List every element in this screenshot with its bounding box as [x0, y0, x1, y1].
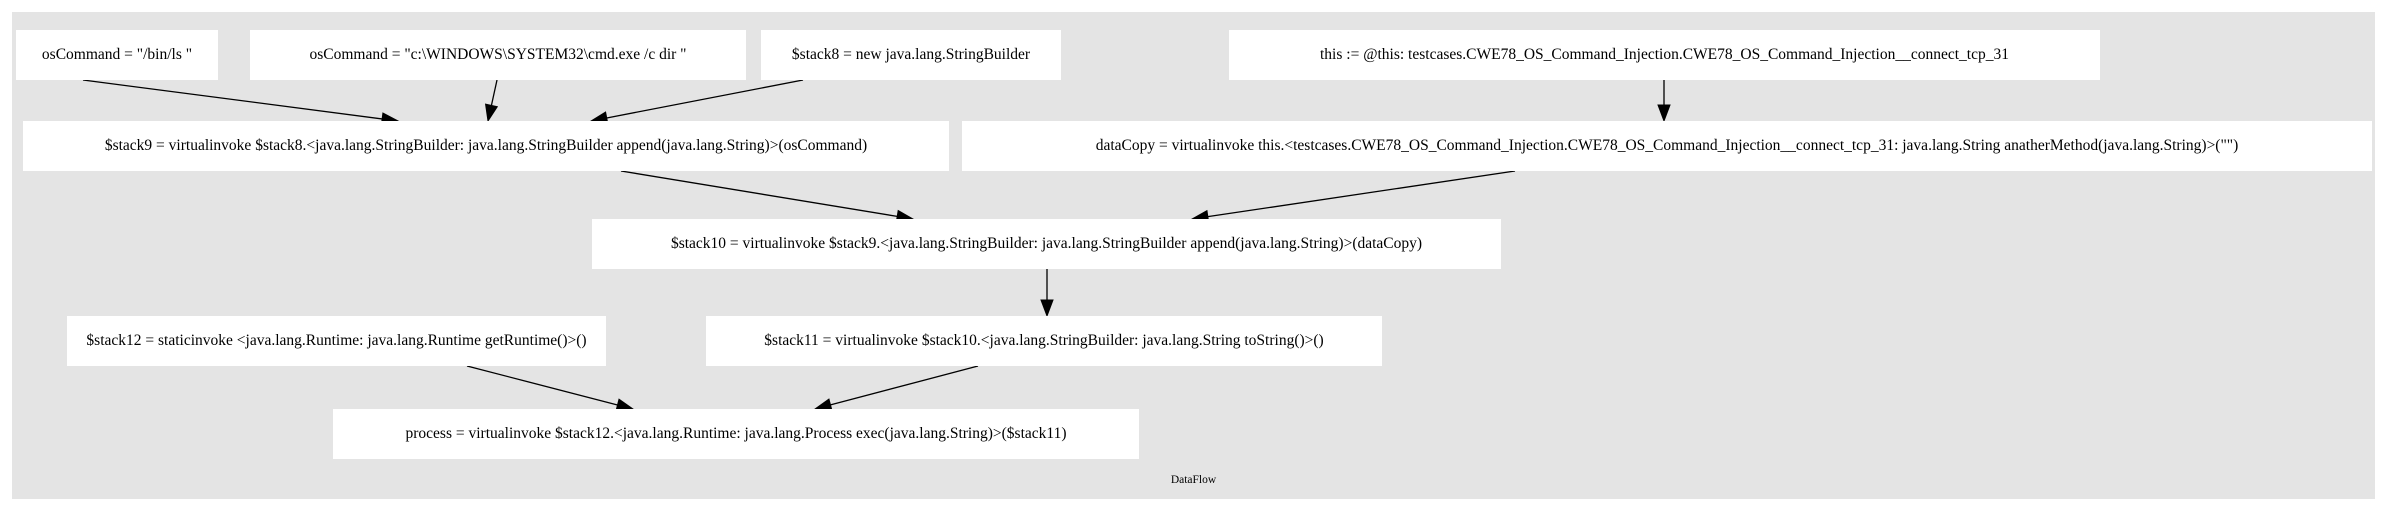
cluster-label: DataFlow: [1170, 474, 1217, 486]
edge-line: [620, 170, 898, 218]
edge-line: [606, 79, 804, 119]
edge-arrowhead: [1040, 299, 1054, 318]
edge-n3-to-n5: [589, 79, 804, 125]
edge-n2-to-n5: [484, 79, 499, 123]
edge-n1-to-n5: [82, 79, 400, 126]
node-stack10-append-datacopy: $stack10 = virtualinvoke $stack9.<java.l…: [592, 219, 1501, 269]
node-oscommand-bin-ls: osCommand = "/bin/ls ": [16, 30, 218, 80]
node-stack12-getruntime: $stack12 = staticinvoke <java.lang.Runti…: [67, 316, 606, 366]
node-oscommand-cmd-exe: osCommand = "c:\WINDOWS\SYSTEM32\cmd.exe…: [250, 30, 746, 80]
node-this-identity: this := @this: testcases.CWE78_OS_Comman…: [1229, 30, 2100, 80]
node-stack11-tostring: $stack11 = virtualinvoke $stack10.<java.…: [706, 316, 1382, 366]
edge-n4-to-n6: [1657, 80, 1671, 123]
node-datacopy-anathermethod: dataCopy = virtualinvoke this.<testcases…: [962, 121, 2372, 171]
edge-arrowhead: [1657, 104, 1671, 123]
edge-line: [830, 365, 979, 406]
edge-n9-to-n10: [813, 365, 979, 412]
node-stack8-new-stringbuilder: $stack8 = new java.lang.StringBuilder: [761, 30, 1061, 80]
node-process-exec: process = virtualinvoke $stack12.<java.l…: [333, 409, 1139, 459]
node-stack9-append-oscommand: $stack9 = virtualinvoke $stack8.<java.la…: [23, 121, 949, 171]
edge-line: [490, 79, 498, 106]
edge-arrowhead: [484, 103, 499, 123]
edge-n6-to-n7: [1190, 170, 1516, 224]
edge-n5-to-n7: [620, 170, 915, 223]
edge-line: [1207, 170, 1516, 218]
edge-line: [82, 79, 383, 120]
edge-line: [466, 365, 618, 406]
edge-n8-to-n10: [466, 365, 635, 412]
edge-n7-to-n9: [1040, 269, 1054, 318]
